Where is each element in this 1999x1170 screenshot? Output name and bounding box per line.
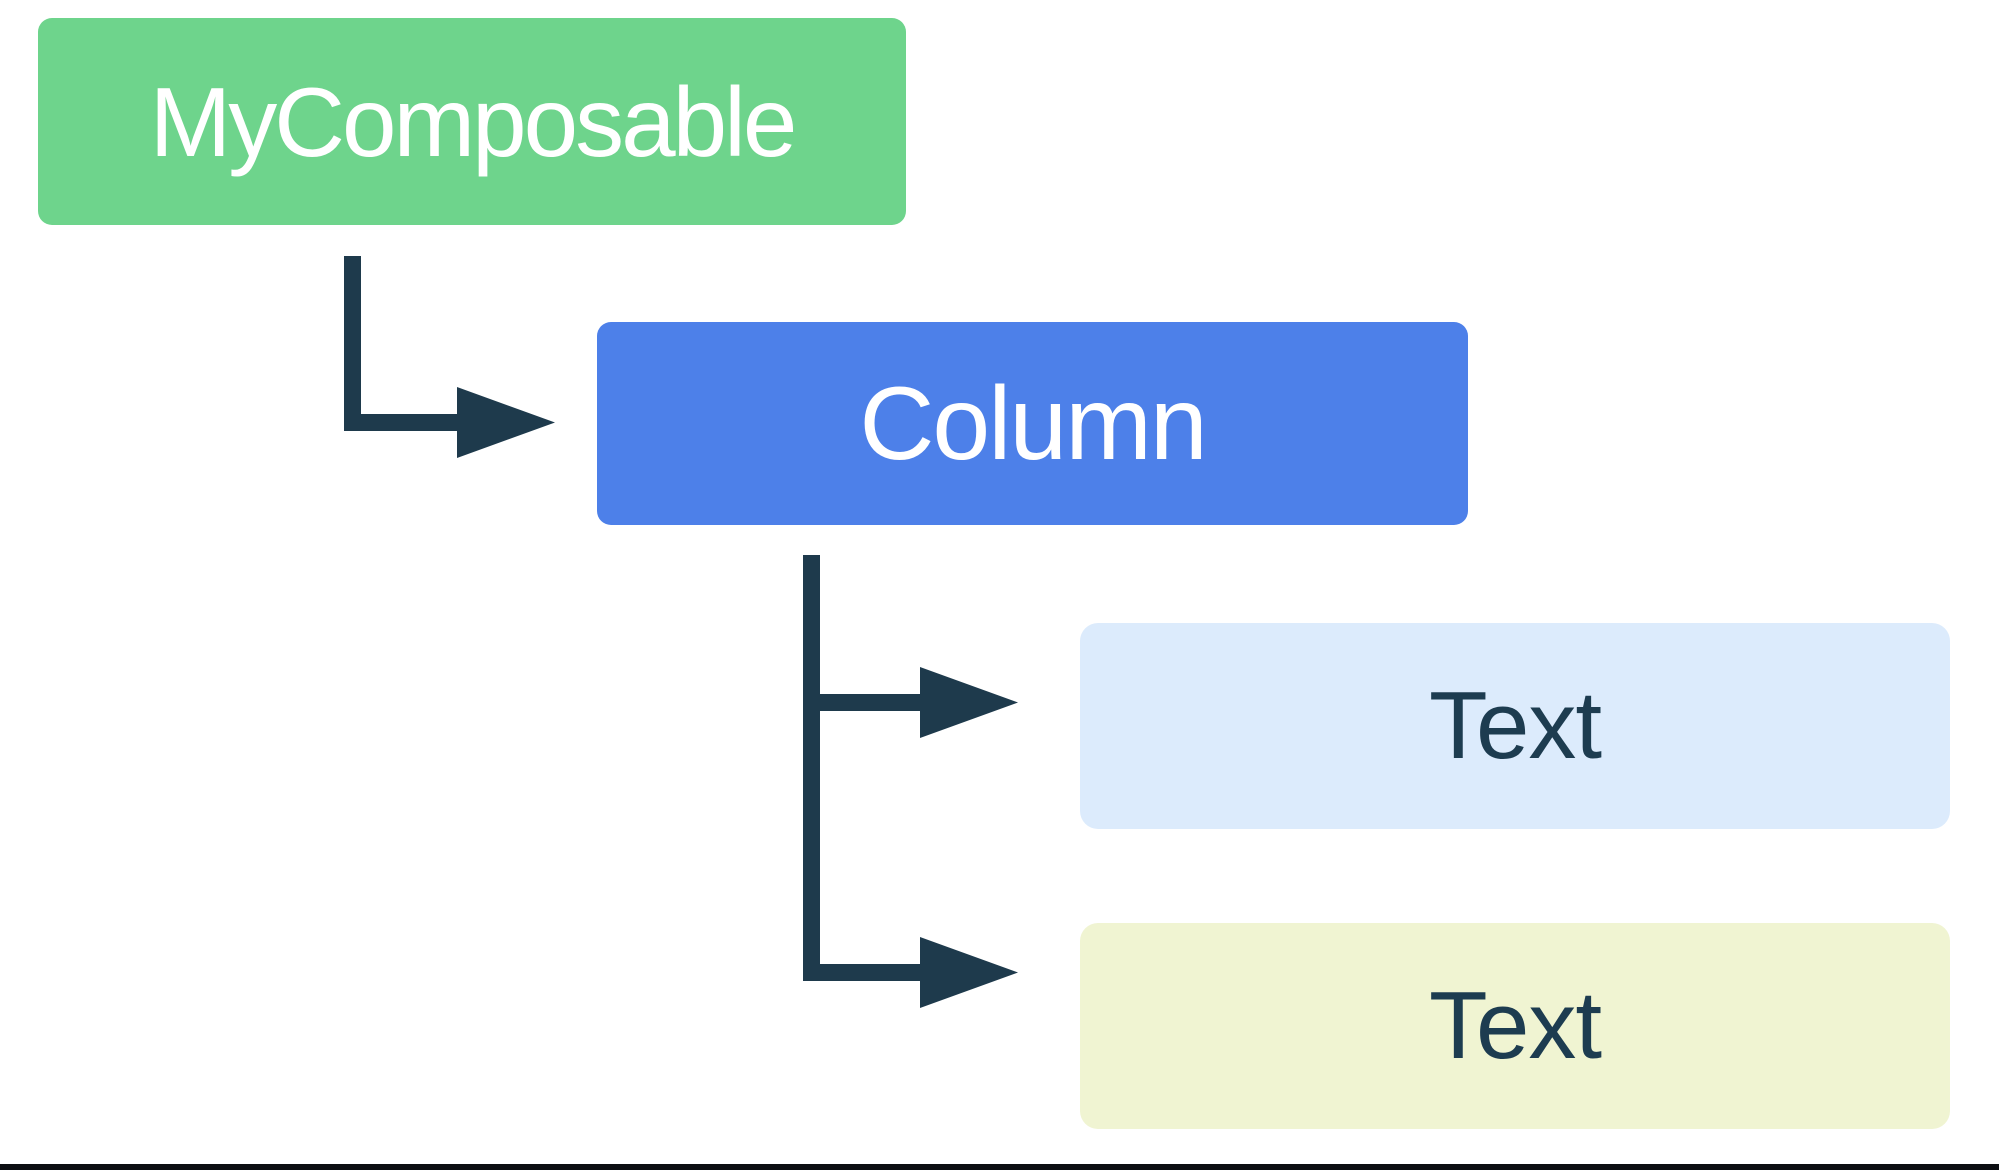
- node-mycomposable: MyComposable: [38, 18, 906, 225]
- arrow-column-to-texts-icon: [803, 555, 1018, 1008]
- node-text-2-label: Text: [1428, 972, 1602, 1079]
- bottom-border-divider: [0, 1164, 1999, 1170]
- node-text-1: Text: [1080, 623, 1950, 829]
- node-text-1-label: Text: [1428, 672, 1602, 779]
- node-column-label: Column: [859, 365, 1207, 482]
- node-mycomposable-label: MyComposable: [149, 66, 798, 177]
- arrow-mycomposable-to-column-icon: [344, 256, 555, 458]
- node-text-2: Text: [1080, 923, 1950, 1129]
- node-column: Column: [597, 322, 1468, 525]
